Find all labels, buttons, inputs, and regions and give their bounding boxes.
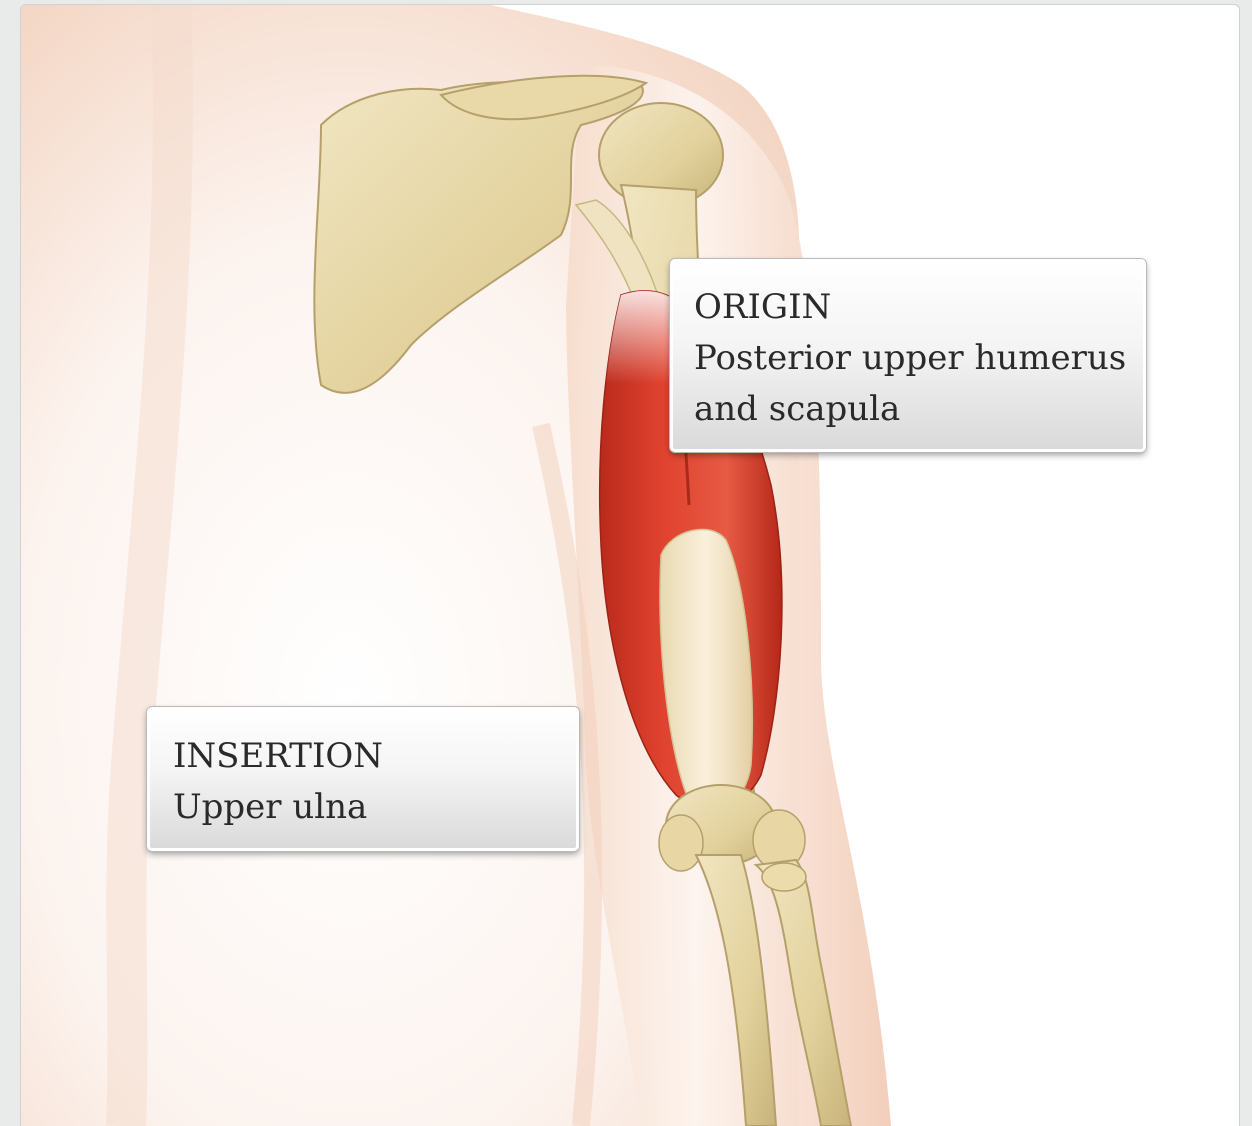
medial-epicondyle (659, 815, 703, 871)
origin-heading: ORIGIN (694, 282, 1123, 333)
origin-line-1: Posterior upper humerus (694, 333, 1123, 384)
triceps-anatomy-illustration (21, 5, 1239, 1126)
anatomy-viewer: ORIGIN Posterior upper humerus and scapu… (20, 4, 1240, 1126)
insertion-callout: INSERTION Upper ulna (147, 707, 579, 851)
radial-head (762, 863, 806, 891)
origin-line-2: and scapula (694, 384, 1123, 435)
origin-callout: ORIGIN Posterior upper humerus and scapu… (670, 259, 1146, 452)
insertion-line-1: Upper ulna (173, 782, 556, 833)
insertion-heading: INSERTION (173, 731, 556, 782)
